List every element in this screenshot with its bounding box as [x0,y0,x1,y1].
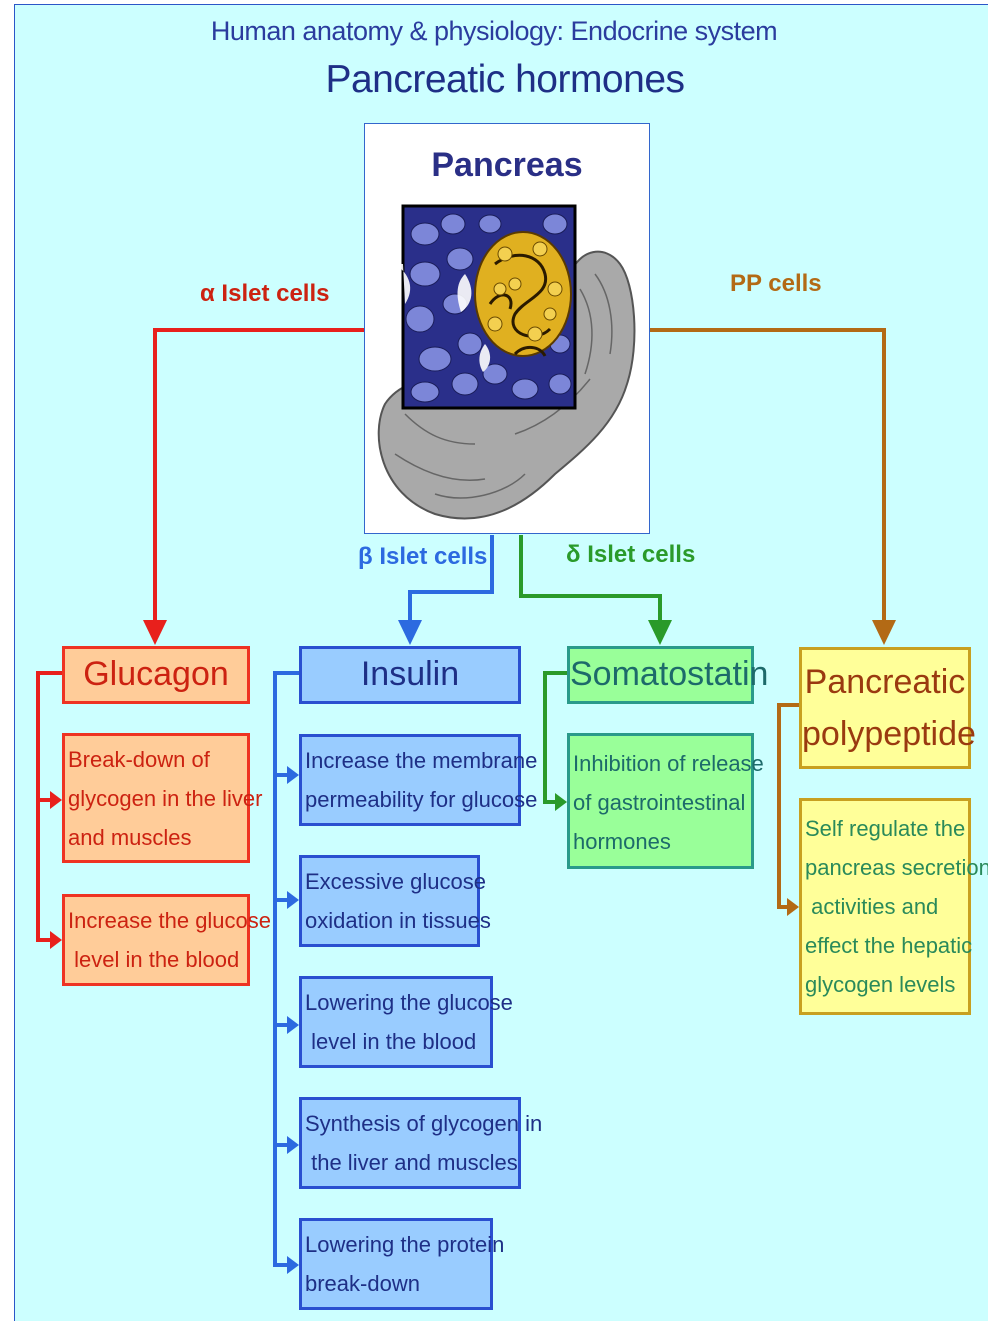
insulin-effect-4: Synthesis of glycogen in the liver and m… [299,1097,542,1189]
somatostatin-effect-arrow [555,793,567,811]
insulin-effect-arrow [287,1256,299,1274]
beta-branch-line [408,535,494,638]
delta-arrow-head [648,620,672,645]
insulin-effect-arrow [287,766,299,784]
insulin-effect-3: Lowering the glucose level in the blood [299,976,513,1068]
alpha-branch-line [153,328,364,638]
pp-cells-label: PP cells [730,270,822,297]
glucagon-effect-2: Increase the glucose level in the blood [62,894,271,986]
somatostatin-effects-bracket [543,671,567,804]
somatostatin-box: Somatostatin [567,646,768,704]
beta-cells-label: β Islet cells [358,543,488,570]
pancreas-illustration [377,204,636,520]
pp-arrow-head [872,620,896,645]
page-title: Pancreatic hormones [325,58,685,101]
glucagon-effect-arrow [50,931,62,949]
beta-arrow-head [398,620,422,645]
pancreas-panel: Pancreas [364,123,650,534]
pp-effect-arrow [787,898,799,916]
delta-branch-line [519,535,662,638]
pp-effects-bracket [777,703,799,909]
alpha-cells-label: α Islet cells [200,280,330,307]
glucagon-effects-bracket [36,671,62,942]
insulin-effect-arrow [287,891,299,909]
insulin-box: Insulin [299,646,521,704]
insulin-effects-bracket [273,671,299,1267]
page-subtitle: Human anatomy & physiology: Endocrine sy… [210,16,778,46]
glucagon-box: Glucagon [62,646,250,704]
alpha-arrow-head [143,620,167,645]
insulin-effect-arrow [287,1136,299,1154]
pp-branch-line [650,328,886,638]
pancreas-label: Pancreas [431,146,583,184]
glucagon-effect-arrow [50,791,62,809]
delta-cells-label: δ Islet cells [566,541,696,568]
insulin-effect-arrow [287,1016,299,1034]
